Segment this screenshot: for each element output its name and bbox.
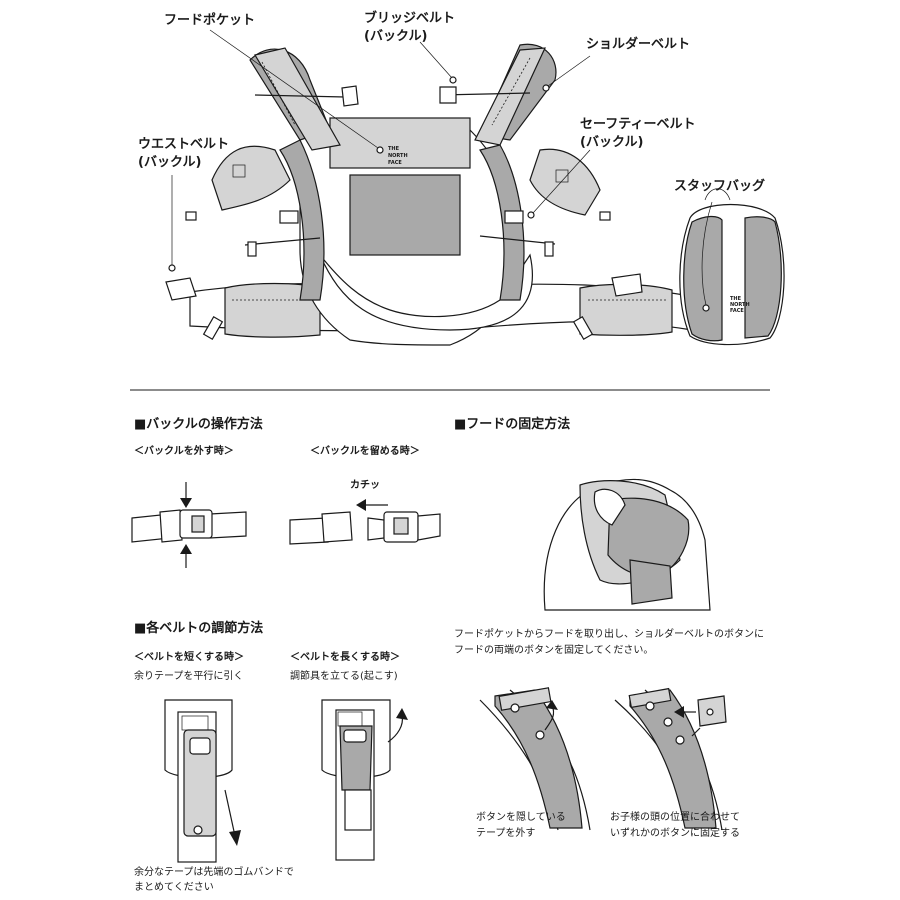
buckle-release-illustration (131, 482, 247, 568)
hood-step1-text-1: ボタンを隠している (476, 811, 566, 823)
label-shoulder-belt: ショルダーベルト (586, 36, 690, 52)
adjust-note-2: まとめてください (134, 881, 214, 893)
buckle-heading: ■バックルの操作方法 (134, 416, 263, 432)
adjust-shorten-title: ＜ベルトを短くする時＞ (134, 650, 244, 663)
adjust-lengthen-desc: 調節具を立てる(起こす) (290, 669, 398, 682)
logo-line-3: FACE (388, 160, 402, 166)
label-bridge-belt: ブリッジベルト (364, 10, 455, 26)
hood-step2-illustration (614, 687, 727, 831)
label-safety-belt-buckle: (バックル) (580, 135, 644, 150)
hood-fixing-person-illustration (543, 478, 711, 611)
hood-step1-text-2: テープを外す (476, 827, 535, 839)
logo-line-1: THE (388, 146, 400, 152)
logo-line-2: NORTH (388, 153, 408, 159)
label-waist-belt-buckle: (バックル) (138, 155, 202, 170)
adjust-lengthen-title: ＜ベルトを長くする時＞ (290, 650, 400, 663)
hood-step2-text-2: いずれかのボタンに固定する (610, 826, 740, 839)
buckle-fasten-title: ＜バックルを留める時＞ (310, 444, 420, 457)
label-waist-belt: ウエストベルト (138, 137, 229, 152)
adjust-heading: ■各ベルトの調節方法 (134, 620, 263, 636)
label-hood-pocket: フードポケット (164, 12, 255, 28)
adjust-note-1: 余分なテープは先端のゴムバンドで (134, 865, 294, 878)
label-safety-belt: セーフティーベルト (580, 117, 695, 132)
hood-step1-illustration (479, 687, 591, 831)
svg-text:THE: THE (730, 296, 742, 302)
hood-heading: ■フードの固定方法 (454, 416, 570, 432)
buckle-click-text: カチッ (350, 479, 380, 491)
buckle-fasten-illustration: カチッ (289, 479, 441, 545)
baby-carrier-illustration: THE NORTH FACE (165, 43, 693, 346)
adjust-shorten-desc: 余りテープを平行に引く (134, 669, 243, 682)
stuff-bag-illustration: THE NORTH FACE (679, 188, 785, 346)
buckle-release-title: ＜バックルを外す時＞ (134, 444, 234, 457)
label-bridge-belt-buckle: (バックル) (364, 29, 428, 44)
hood-desc-1: フードポケットからフードを取り出し、ショルダーベルトのボタンに (454, 627, 764, 640)
adjust-lengthen-illustration (321, 699, 408, 861)
callout-leaders (168, 29, 591, 272)
svg-text:NORTH: NORTH (730, 302, 750, 308)
hood-desc-2: フードの両端のボタンを固定してください。 (454, 643, 653, 656)
svg-text:FACE: FACE (730, 308, 744, 314)
label-stuff-bag: スタッフバッグ (674, 178, 765, 194)
hood-step2-text-1: お子様の頭の位置に合わせて (610, 810, 740, 823)
adjust-shorten-illustration (164, 699, 241, 863)
